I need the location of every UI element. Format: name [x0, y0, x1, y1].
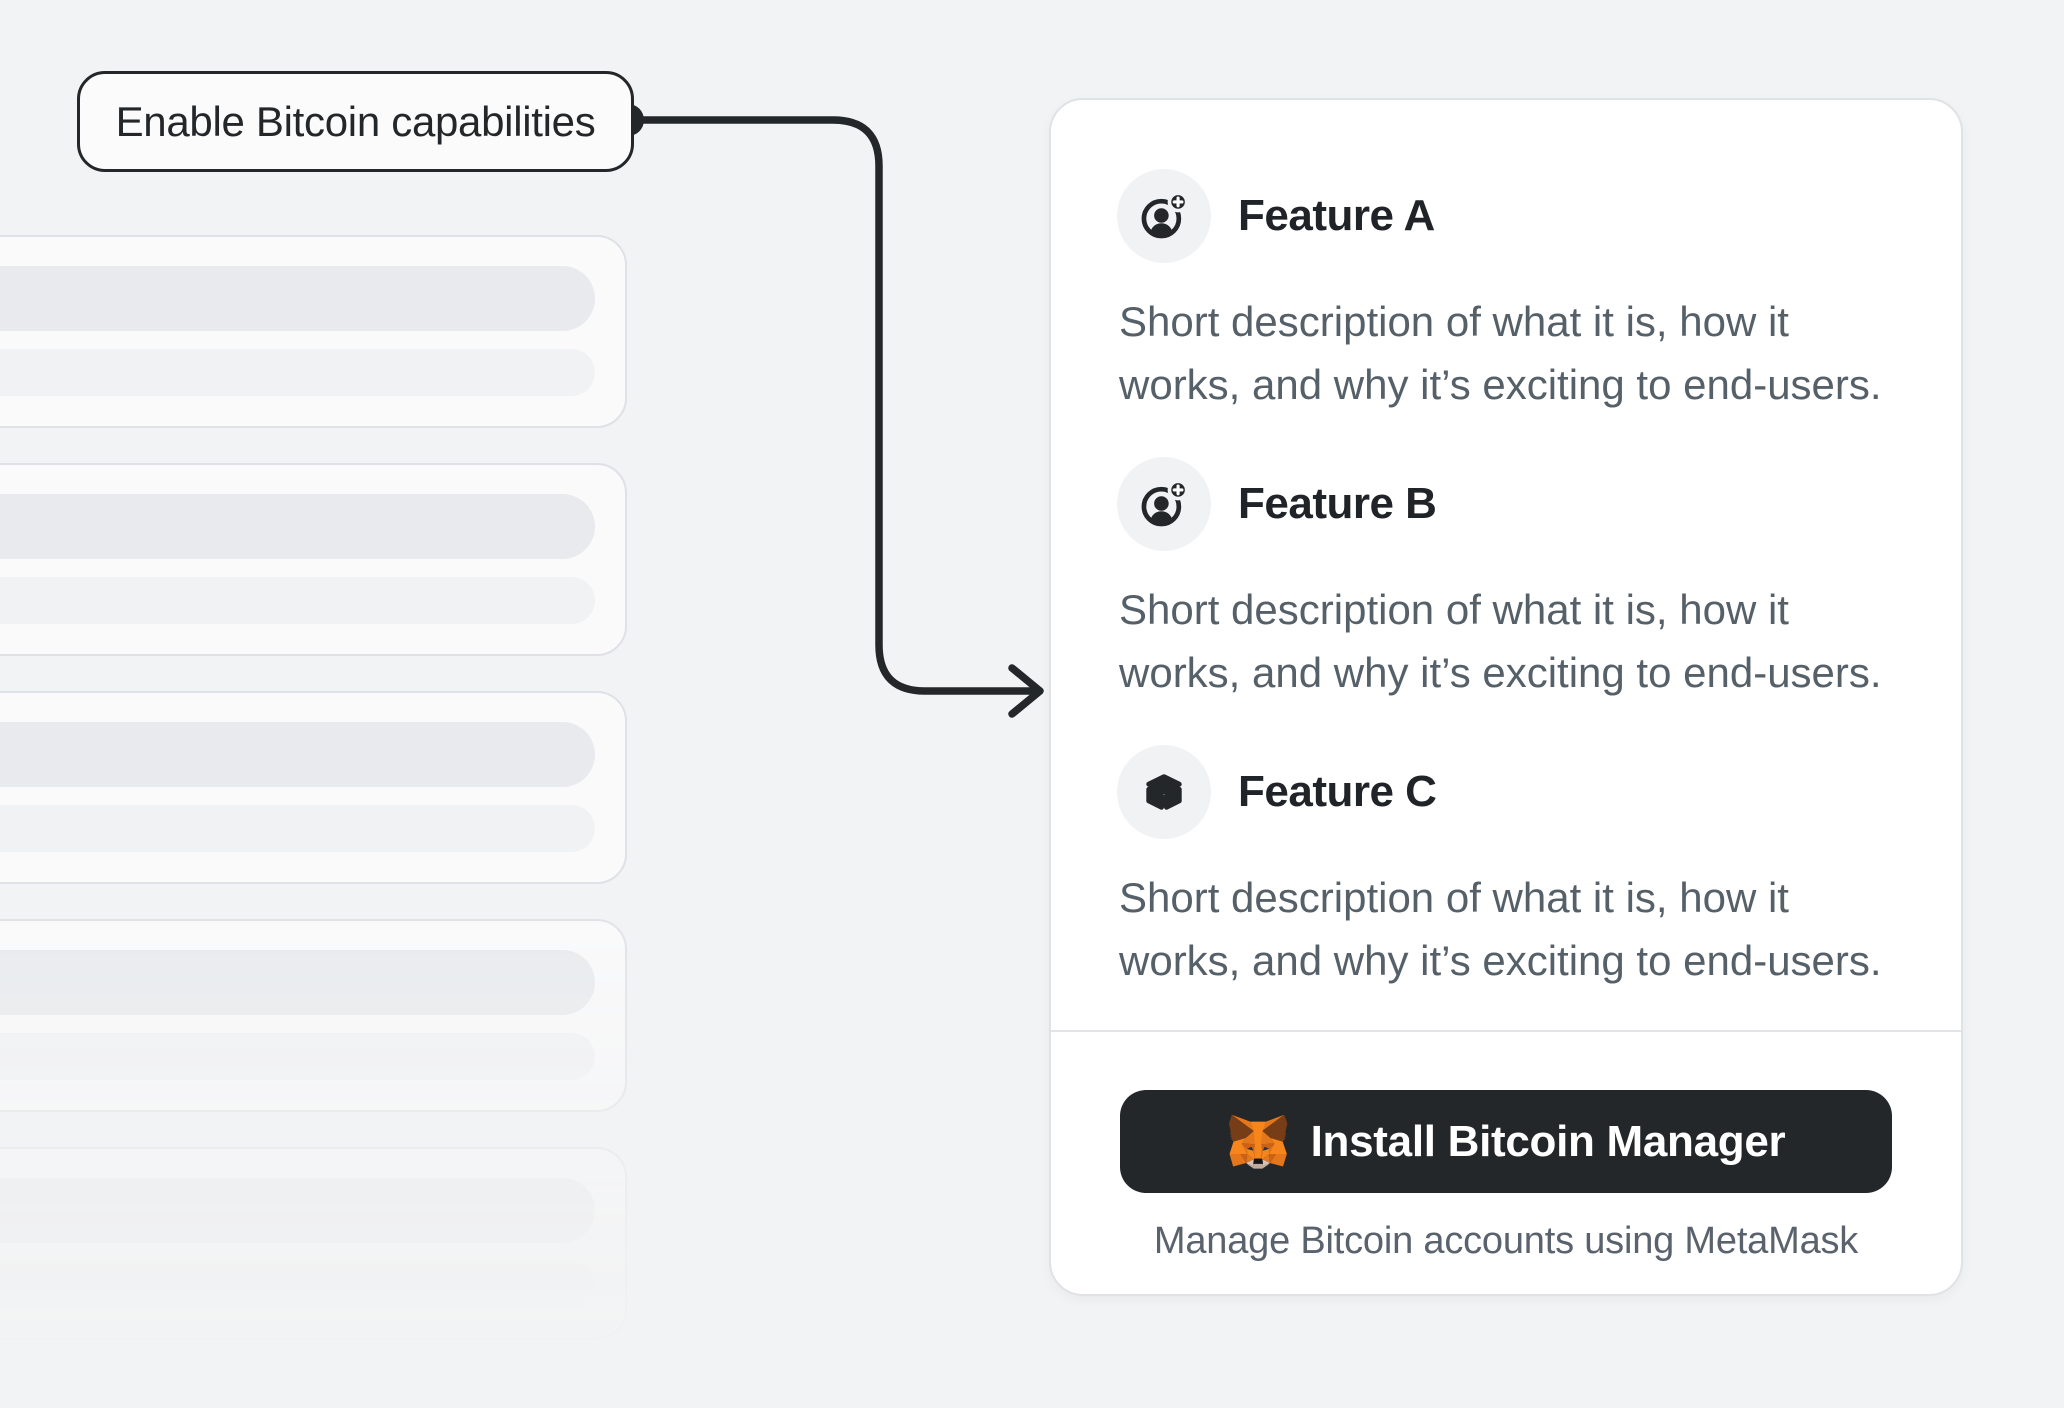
feature-description: Short description of what it is, how it … — [1119, 874, 1882, 984]
cube-icon — [1117, 745, 1211, 839]
feature-title: Feature B — [1238, 479, 1437, 528]
user-add-icon — [1117, 457, 1211, 551]
feature-header: Feature C — [1117, 745, 1927, 839]
feature-header: Feature B — [1117, 457, 1927, 551]
install-bitcoin-manager-button[interactable]: Install Bitcoin Manager — [1120, 1090, 1892, 1193]
footer-caption: Manage Bitcoin accounts using MetaMask — [1153, 1220, 1859, 1262]
features-card: Feature A Short description of what it i… — [1049, 98, 1963, 1296]
skeleton-line — [0, 805, 595, 852]
metamask-fox-icon — [1227, 1113, 1289, 1171]
card-divider — [1051, 1030, 1961, 1032]
feature-header: Feature A — [1117, 169, 1927, 263]
skeleton-line — [0, 722, 595, 787]
skeleton-card — [0, 1147, 627, 1340]
feature-row: Feature A Short description of what it i… — [1117, 169, 1927, 416]
skeleton-card — [0, 919, 627, 1112]
skeleton-line — [0, 950, 595, 1015]
annotation-label: Enable Bitcoin capabilities — [77, 71, 634, 172]
install-button-label: Install Bitcoin Manager — [1310, 1116, 1786, 1166]
skeleton-card — [0, 235, 627, 428]
skeleton-card — [0, 463, 627, 656]
skeleton-card — [0, 691, 627, 884]
skeleton-line — [0, 494, 595, 559]
feature-row: Feature C Short description of what it i… — [1117, 745, 1927, 992]
feature-description: Short description of what it is, how it … — [1119, 298, 1882, 408]
feature-title: Feature A — [1238, 191, 1435, 240]
skeleton-line — [0, 1178, 595, 1243]
user-add-icon — [1117, 169, 1211, 263]
skeleton-column — [0, 235, 627, 1408]
skeleton-line — [0, 349, 595, 396]
skeleton-line — [0, 577, 595, 624]
arrow-head-icon — [1008, 664, 1044, 718]
skeleton-line — [0, 266, 595, 331]
skeleton-line — [0, 1033, 595, 1080]
skeleton-line — [0, 1261, 595, 1308]
feature-row: Feature B Short description of what it i… — [1117, 457, 1927, 704]
feature-description: Short description of what it is, how it … — [1119, 586, 1882, 696]
connector-line — [624, 116, 1040, 695]
feature-title: Feature C — [1238, 767, 1437, 816]
annotation-label-text: Enable Bitcoin capabilities — [115, 97, 596, 145]
